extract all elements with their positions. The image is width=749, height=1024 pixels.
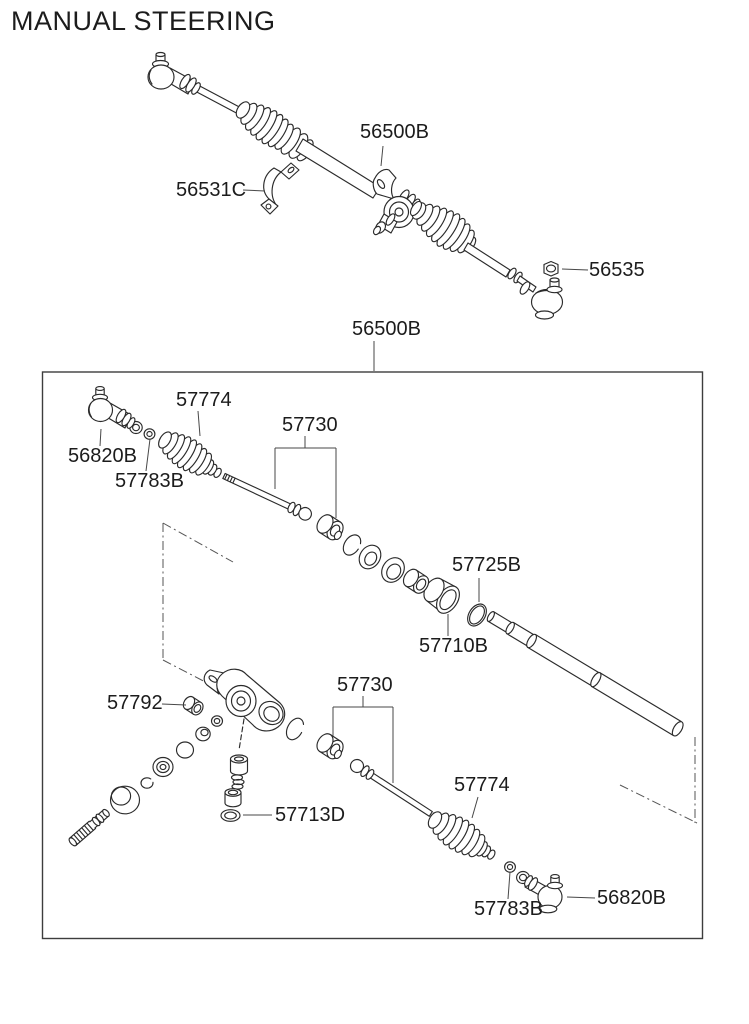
inner-tie-rod-lower	[349, 758, 440, 822]
rack-bushing-chain	[316, 514, 487, 627]
snap-ring	[342, 534, 362, 556]
bellows-lower	[427, 811, 496, 860]
spacer-cylinder	[402, 568, 430, 594]
rack-rod-right	[463, 242, 537, 293]
part-label-57730-upper: 57730	[282, 414, 338, 436]
mount-clamp	[260, 162, 300, 215]
main-callout-leaders	[242, 145, 589, 271]
pinion-shaft	[68, 808, 110, 847]
rack-support-bushing-lower	[316, 733, 344, 760]
part-label-57783b-upper: 57783B	[115, 470, 184, 492]
tie-rod-end-upper-left	[87, 386, 136, 429]
tie-rod-end-left	[147, 51, 201, 95]
page-title: MANUAL STEERING	[11, 6, 276, 36]
washer-ring-2	[381, 557, 405, 583]
lock-washer-upper	[143, 428, 156, 440]
yoke-parts-chain	[220, 718, 249, 822]
rack-support-bushing	[316, 514, 344, 541]
part-label-56820b-right: 56820B	[597, 887, 666, 909]
part-label-57783b-lower: 57783B	[474, 898, 543, 920]
part-label-57725b: 57725B	[452, 554, 521, 576]
bellows-upper	[158, 431, 222, 479]
rack-bar	[486, 611, 684, 737]
detail-callout-leaders	[99, 410, 596, 900]
inner-tie-rod-upper	[222, 472, 312, 521]
detail-assembly-drawing	[68, 386, 698, 914]
part-label-57774-lower: 57774	[454, 774, 510, 796]
part-label-56500b-box: 56500B	[352, 318, 421, 340]
rack-tube	[295, 138, 381, 199]
part-label-57713d: 57713D	[275, 804, 346, 826]
lock-washer-lower	[504, 861, 516, 873]
housing-clip-ring	[285, 717, 305, 741]
pinion-housing	[203, 668, 286, 732]
part-label-57792: 57792	[107, 692, 163, 714]
pinion-bushing	[182, 695, 204, 716]
lock-nut	[543, 260, 559, 277]
washer-ring-1	[358, 544, 382, 570]
detail-box-border	[41, 371, 704, 940]
main-assembly-drawing	[147, 51, 589, 320]
yoke-plug-washer	[220, 809, 241, 822]
part-label-57730-lower: 57730	[337, 674, 393, 696]
part-label-57710b: 57710B	[419, 635, 488, 657]
part-label-56535: 56535	[589, 259, 645, 281]
tie-rod-end-right	[519, 277, 564, 320]
part-label-56531c: 56531C	[176, 179, 247, 201]
yoke-spring	[230, 774, 245, 790]
part-label-56500b-main: 56500B	[360, 121, 429, 143]
part-label-57774-upper: 57774	[176, 389, 232, 411]
rack-stopper-bushing	[423, 577, 460, 614]
pinion-parts-chain	[68, 715, 224, 847]
part-label-56820b-left: 56820B	[68, 445, 137, 467]
tie-rod-end-lower-right	[524, 874, 564, 914]
gear-housing	[372, 168, 421, 236]
